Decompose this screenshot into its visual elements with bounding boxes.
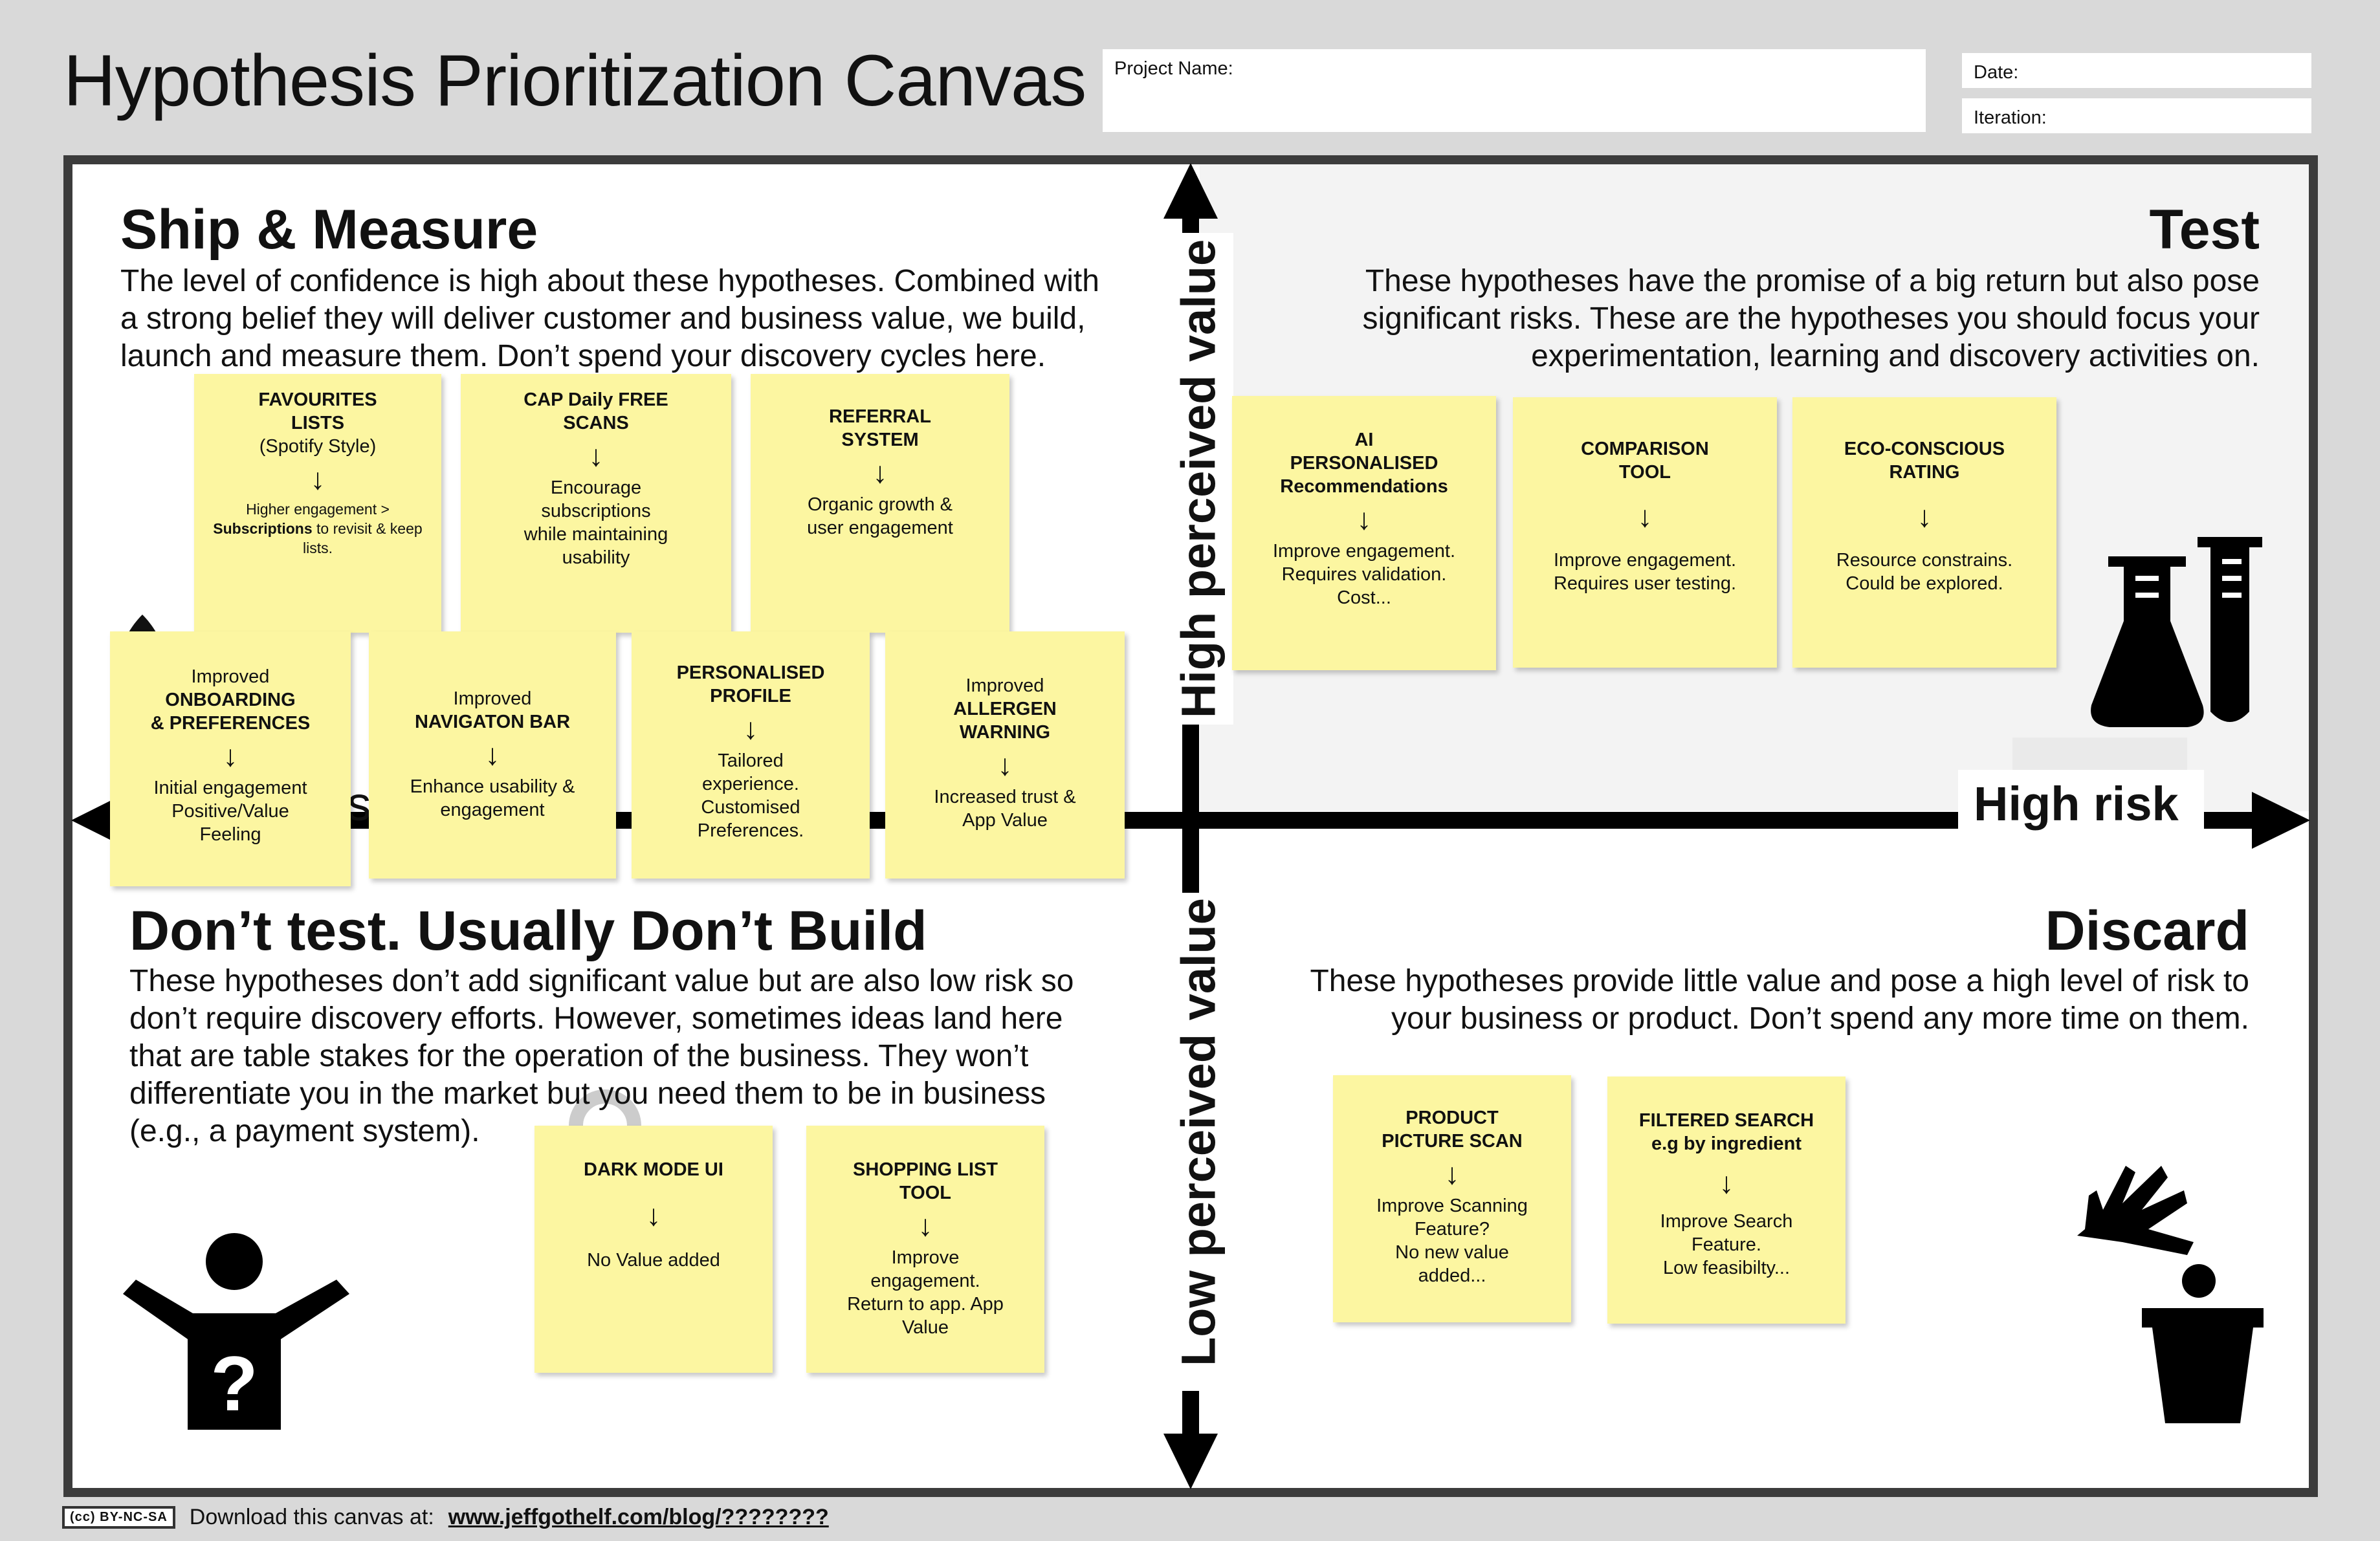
- cc-license-badge: (cc) BY-NC-SA: [62, 1506, 175, 1529]
- sticky-desc: Resource constrains. Could be explored.: [1836, 550, 2013, 594]
- discard-title: Discard: [2045, 900, 2250, 962]
- sticky-ai-personalised[interactable]: AI PERSONALISED Recommendations ↓ Improv…: [1232, 396, 1496, 670]
- down-arrow-icon: ↓: [1356, 502, 1372, 536]
- sticky-title: REFERRAL SYSTEM: [829, 406, 931, 450]
- sticky-favourites-lists[interactable]: FAVOURITES LISTS (Spotify Style) ↓ Highe…: [194, 374, 441, 633]
- test-body: These hypotheses have the promise of a b…: [1362, 264, 2260, 373]
- footer: (cc) BY-NC-SA Download this canvas at: w…: [62, 1505, 829, 1530]
- sticky-pre: Improved: [453, 688, 532, 709]
- sticky-product-picture-scan[interactable]: PRODUCT PICTURE SCAN ↓ Improve Scanning …: [1333, 1075, 1571, 1322]
- sticky-desc: Tailored experience. Customised Preferen…: [697, 750, 804, 841]
- ship-body: The level of confidence is high about th…: [120, 264, 1099, 373]
- sticky-desc: No Value added: [587, 1250, 720, 1271]
- down-arrow-icon: ↓: [646, 1198, 661, 1232]
- sticky-title: SHOPPING LIST TOOL: [853, 1159, 998, 1203]
- footer-text: Download this canvas at:: [189, 1505, 434, 1529]
- down-arrow-icon: ↓: [1637, 499, 1653, 533]
- sticky-eco-conscious-rating[interactable]: ECO-CONSCIOUS RATING ↓ Resource constrai…: [1792, 397, 2056, 668]
- down-arrow-icon: ↓: [1719, 1166, 1734, 1199]
- sticky-pre: Improved: [191, 666, 270, 687]
- sticky-title: ONBOARDING & PREFERENCES: [150, 690, 311, 734]
- down-arrow-icon: ↓: [223, 739, 238, 772]
- down-arrow-icon: ↓: [918, 1208, 933, 1242]
- down-arrow-icon: ↓: [1917, 499, 1932, 533]
- sticky-title: ALLERGEN WARNING: [953, 699, 1057, 743]
- sticky-onboarding[interactable]: Improved ONBOARDING & PREFERENCES ↓ Init…: [110, 631, 351, 886]
- ship-title: Ship & Measure: [120, 199, 538, 261]
- flask-icon: [2091, 537, 2262, 727]
- down-arrow-icon: ↓: [310, 462, 325, 496]
- sticky-desc: Improve Scanning Feature? No new value a…: [1376, 1196, 1528, 1286]
- sticky-title: PERSONALISED PROFILE: [676, 662, 825, 706]
- sticky-cap-daily-free-scans[interactable]: CAP Daily FREE SCANS ↓ Encourage subscri…: [461, 374, 731, 633]
- sticky-title: CAP Daily FREE SCANS: [523, 389, 668, 433]
- iteration-label: Iteration:: [1974, 107, 2047, 128]
- sticky-personalised-profile[interactable]: PERSONALISED PROFILE ↓ Tailored experien…: [632, 631, 870, 879]
- sticky-comparison-tool[interactable]: COMPARISON TOOL ↓ Improve engagement. Re…: [1513, 397, 1777, 668]
- lock-icon: [569, 1089, 641, 1158]
- sticky-title: FAVOURITES LISTS: [258, 389, 377, 433]
- axis-top-backdrop: [1162, 233, 1233, 725]
- date-field[interactable]: Date:: [1962, 53, 2311, 88]
- down-arrow-icon: ↓: [743, 712, 758, 745]
- hand-trash-icon: [2077, 1166, 2264, 1423]
- sticky-title: NAVIGATON BAR: [414, 712, 571, 732]
- test-title: Test: [2149, 199, 2260, 261]
- sticky-desc: Organic growth & user engagement: [807, 494, 953, 538]
- person-question-icon: ?: [123, 1233, 349, 1430]
- sticky-dark-mode-ui[interactable]: DARK MODE UI ↓ No Value added: [534, 1126, 773, 1373]
- sticky-desc: Initial engagement Positive/Value Feelin…: [153, 778, 307, 845]
- sticky-shopping-list-tool[interactable]: SHOPPING LIST TOOL ↓ Improve engagement.…: [806, 1126, 1044, 1373]
- sticky-pre: Improved: [965, 675, 1044, 696]
- page-title: Hypothesis Prioritization Canvas: [63, 40, 1086, 121]
- sticky-filtered-search[interactable]: FILTERED SEARCH e.g by ingredient ↓ Impr…: [1607, 1077, 1846, 1324]
- sticky-navigation-bar[interactable]: Improved NAVIGATON BAR ↓ Enhance usabili…: [369, 631, 616, 879]
- down-arrow-icon: ↓: [997, 748, 1013, 781]
- sticky-desc: Improve engagement. Requires user testin…: [1553, 550, 1737, 594]
- date-label: Date:: [1974, 62, 2019, 83]
- axis-label-high-risk: High risk: [1974, 777, 2179, 831]
- sticky-desc: Improve engagement. Return to app. App V…: [847, 1247, 1004, 1338]
- project-name-label: Project Name:: [1114, 58, 1233, 79]
- down-arrow-icon: ↓: [1444, 1157, 1460, 1190]
- axis-label-low-value: Low perceived value: [1171, 898, 1226, 1366]
- down-arrow-icon: ↓: [588, 439, 604, 472]
- sticky-referral-system[interactable]: REFERRAL SYSTEM ↓ Organic growth & user …: [751, 374, 1009, 633]
- svg-text:?: ?: [210, 1340, 258, 1427]
- sticky-title: ECO-CONSCIOUS RATING: [1844, 439, 2005, 483]
- axis-right-backdrop: [1958, 770, 2204, 841]
- sticky-desc: Higher engagement >Subscriptions to revi…: [213, 501, 423, 556]
- axis-bottom-backdrop: [1162, 893, 1233, 1391]
- dont-body: These hypotheses don’t add significant v…: [129, 964, 1074, 1148]
- sticky-desc: Enhance usability & engagement: [410, 776, 575, 820]
- dont-title: Don’t test. Usually Don’t Build: [129, 900, 927, 962]
- iteration-field[interactable]: Iteration:: [1962, 98, 2311, 133]
- sticky-title: AI PERSONALISED Recommendations: [1280, 430, 1448, 497]
- sticky-title: FILTERED SEARCH e.g by ingredient: [1638, 1110, 1814, 1154]
- project-name-field[interactable]: Project Name:: [1103, 49, 1926, 132]
- sticky-desc: Encourage subscriptions while maintainin…: [523, 477, 668, 568]
- down-arrow-icon: ↓: [485, 738, 500, 771]
- sticky-desc: Improve Search Feature. Low feasibilty..…: [1660, 1211, 1793, 1278]
- axis-label-high-value: High perceived value: [1171, 239, 1226, 719]
- footer-link[interactable]: www.jeffgothelf.com/blog/????????: [448, 1505, 829, 1529]
- sticky-title: COMPARISON TOOL: [1581, 439, 1709, 483]
- sticky-title: PRODUCT PICTURE SCAN: [1382, 1108, 1523, 1152]
- sticky-allergen-warning[interactable]: Improved ALLERGEN WARNING ↓ Increased tr…: [885, 631, 1125, 879]
- down-arrow-icon: ↓: [872, 455, 888, 489]
- sticky-desc: Increased trust & App Value: [934, 787, 1076, 831]
- sticky-title: DARK MODE UI: [584, 1159, 723, 1180]
- discard-body: These hypotheses provide little value an…: [1310, 964, 2249, 1036]
- sticky-subtitle: (Spotify Style): [259, 436, 377, 457]
- sticky-desc: Improve engagement. Requires validation.…: [1272, 541, 1456, 608]
